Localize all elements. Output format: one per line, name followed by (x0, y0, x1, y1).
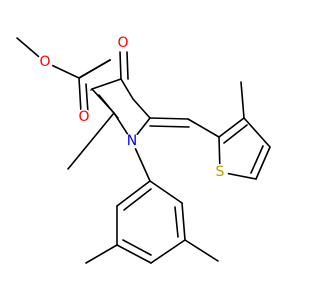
oxygen-ester-ether: O (37, 54, 53, 70)
bond-carbonylc-o (78, 77, 82, 114)
bond-carbonylc-c3-main (78, 59, 111, 79)
thiophene-bond-2 (243, 117, 271, 148)
oxygen-ketone-label: O (117, 35, 128, 51)
thiophene-bond-1 (218, 117, 245, 138)
phenyl-bond-4 (116, 244, 152, 264)
ring-bond-3 (132, 98, 151, 119)
oxygen-ester-carbonyl-label: O (78, 109, 89, 125)
ring-double-c2-c3 (98, 94, 119, 119)
phenyl-bond-2-double (174, 206, 179, 238)
bond-carbonylc-o-double (85, 83, 89, 114)
thiophene-bond-3 (255, 146, 271, 180)
nitrogen-ring-label: N (127, 133, 137, 149)
oxygen-ester-carbonyl: O (76, 109, 92, 125)
ring-bond-2 (120, 78, 134, 100)
bond-c2-methyl (67, 112, 115, 170)
oxygen-ketone: O (115, 35, 131, 51)
molecule-canvas: O O O N S (16, 35, 271, 264)
phenyl-bond-4-double (122, 239, 152, 256)
bond-c5-ch (149, 117, 189, 120)
nitrogen-ring: N (124, 133, 140, 149)
molecule-structure: O O O N S (16, 35, 271, 264)
bond-c4-o-ketone-double (126, 51, 129, 80)
bond-ch-thiophene (187, 118, 220, 138)
bond-phenyl-methyl-left (85, 244, 118, 264)
bonds (16, 37, 271, 264)
phenyl-bond-3 (150, 239, 186, 264)
thiophene-bond-1-double (223, 124, 248, 144)
ring-bond-1 (91, 78, 122, 90)
oxygen-ester-ether-label: O (39, 54, 50, 70)
bond-thiophene-methyl (240, 81, 245, 119)
phenyl-bond-6 (116, 180, 151, 207)
phenyl-bond-6-double (123, 188, 152, 211)
thiophene-bond-3-double (250, 145, 264, 174)
phenyl-bond-1 (149, 180, 183, 204)
phenyl-bond-2 (181, 202, 186, 241)
atom-labels: O O O N S (37, 35, 228, 180)
bond-c5-ch-double (149, 125, 190, 128)
sulfur-thiophene-label: S (216, 164, 225, 180)
sulfur-thiophene: S (212, 164, 228, 180)
bond-phenyl-methyl-right (184, 239, 219, 262)
bond-c4-o-ketone (119, 51, 122, 80)
